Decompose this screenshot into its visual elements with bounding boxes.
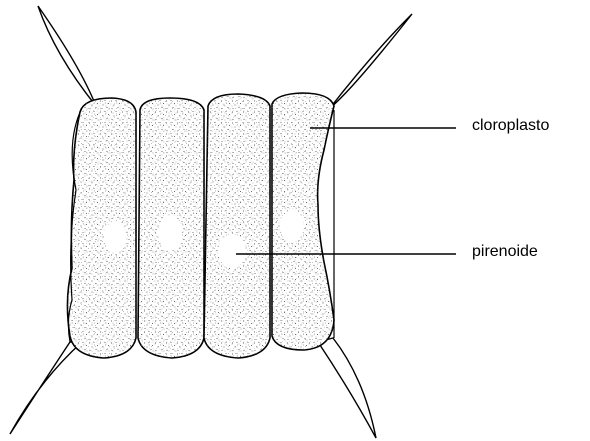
cell-1 [67, 98, 136, 358]
spine-top-left [38, 6, 96, 106]
cell-3 [204, 94, 270, 358]
spine-bottom-left [10, 342, 82, 434]
label-cloroplasto: cloroplasto [472, 118, 549, 134]
cell-2 [138, 98, 204, 358]
spine-top-right [330, 14, 412, 108]
cell-4 [272, 93, 334, 350]
spine-bottom-right [318, 338, 376, 438]
label-pirenoide: pirenoide [472, 244, 538, 260]
